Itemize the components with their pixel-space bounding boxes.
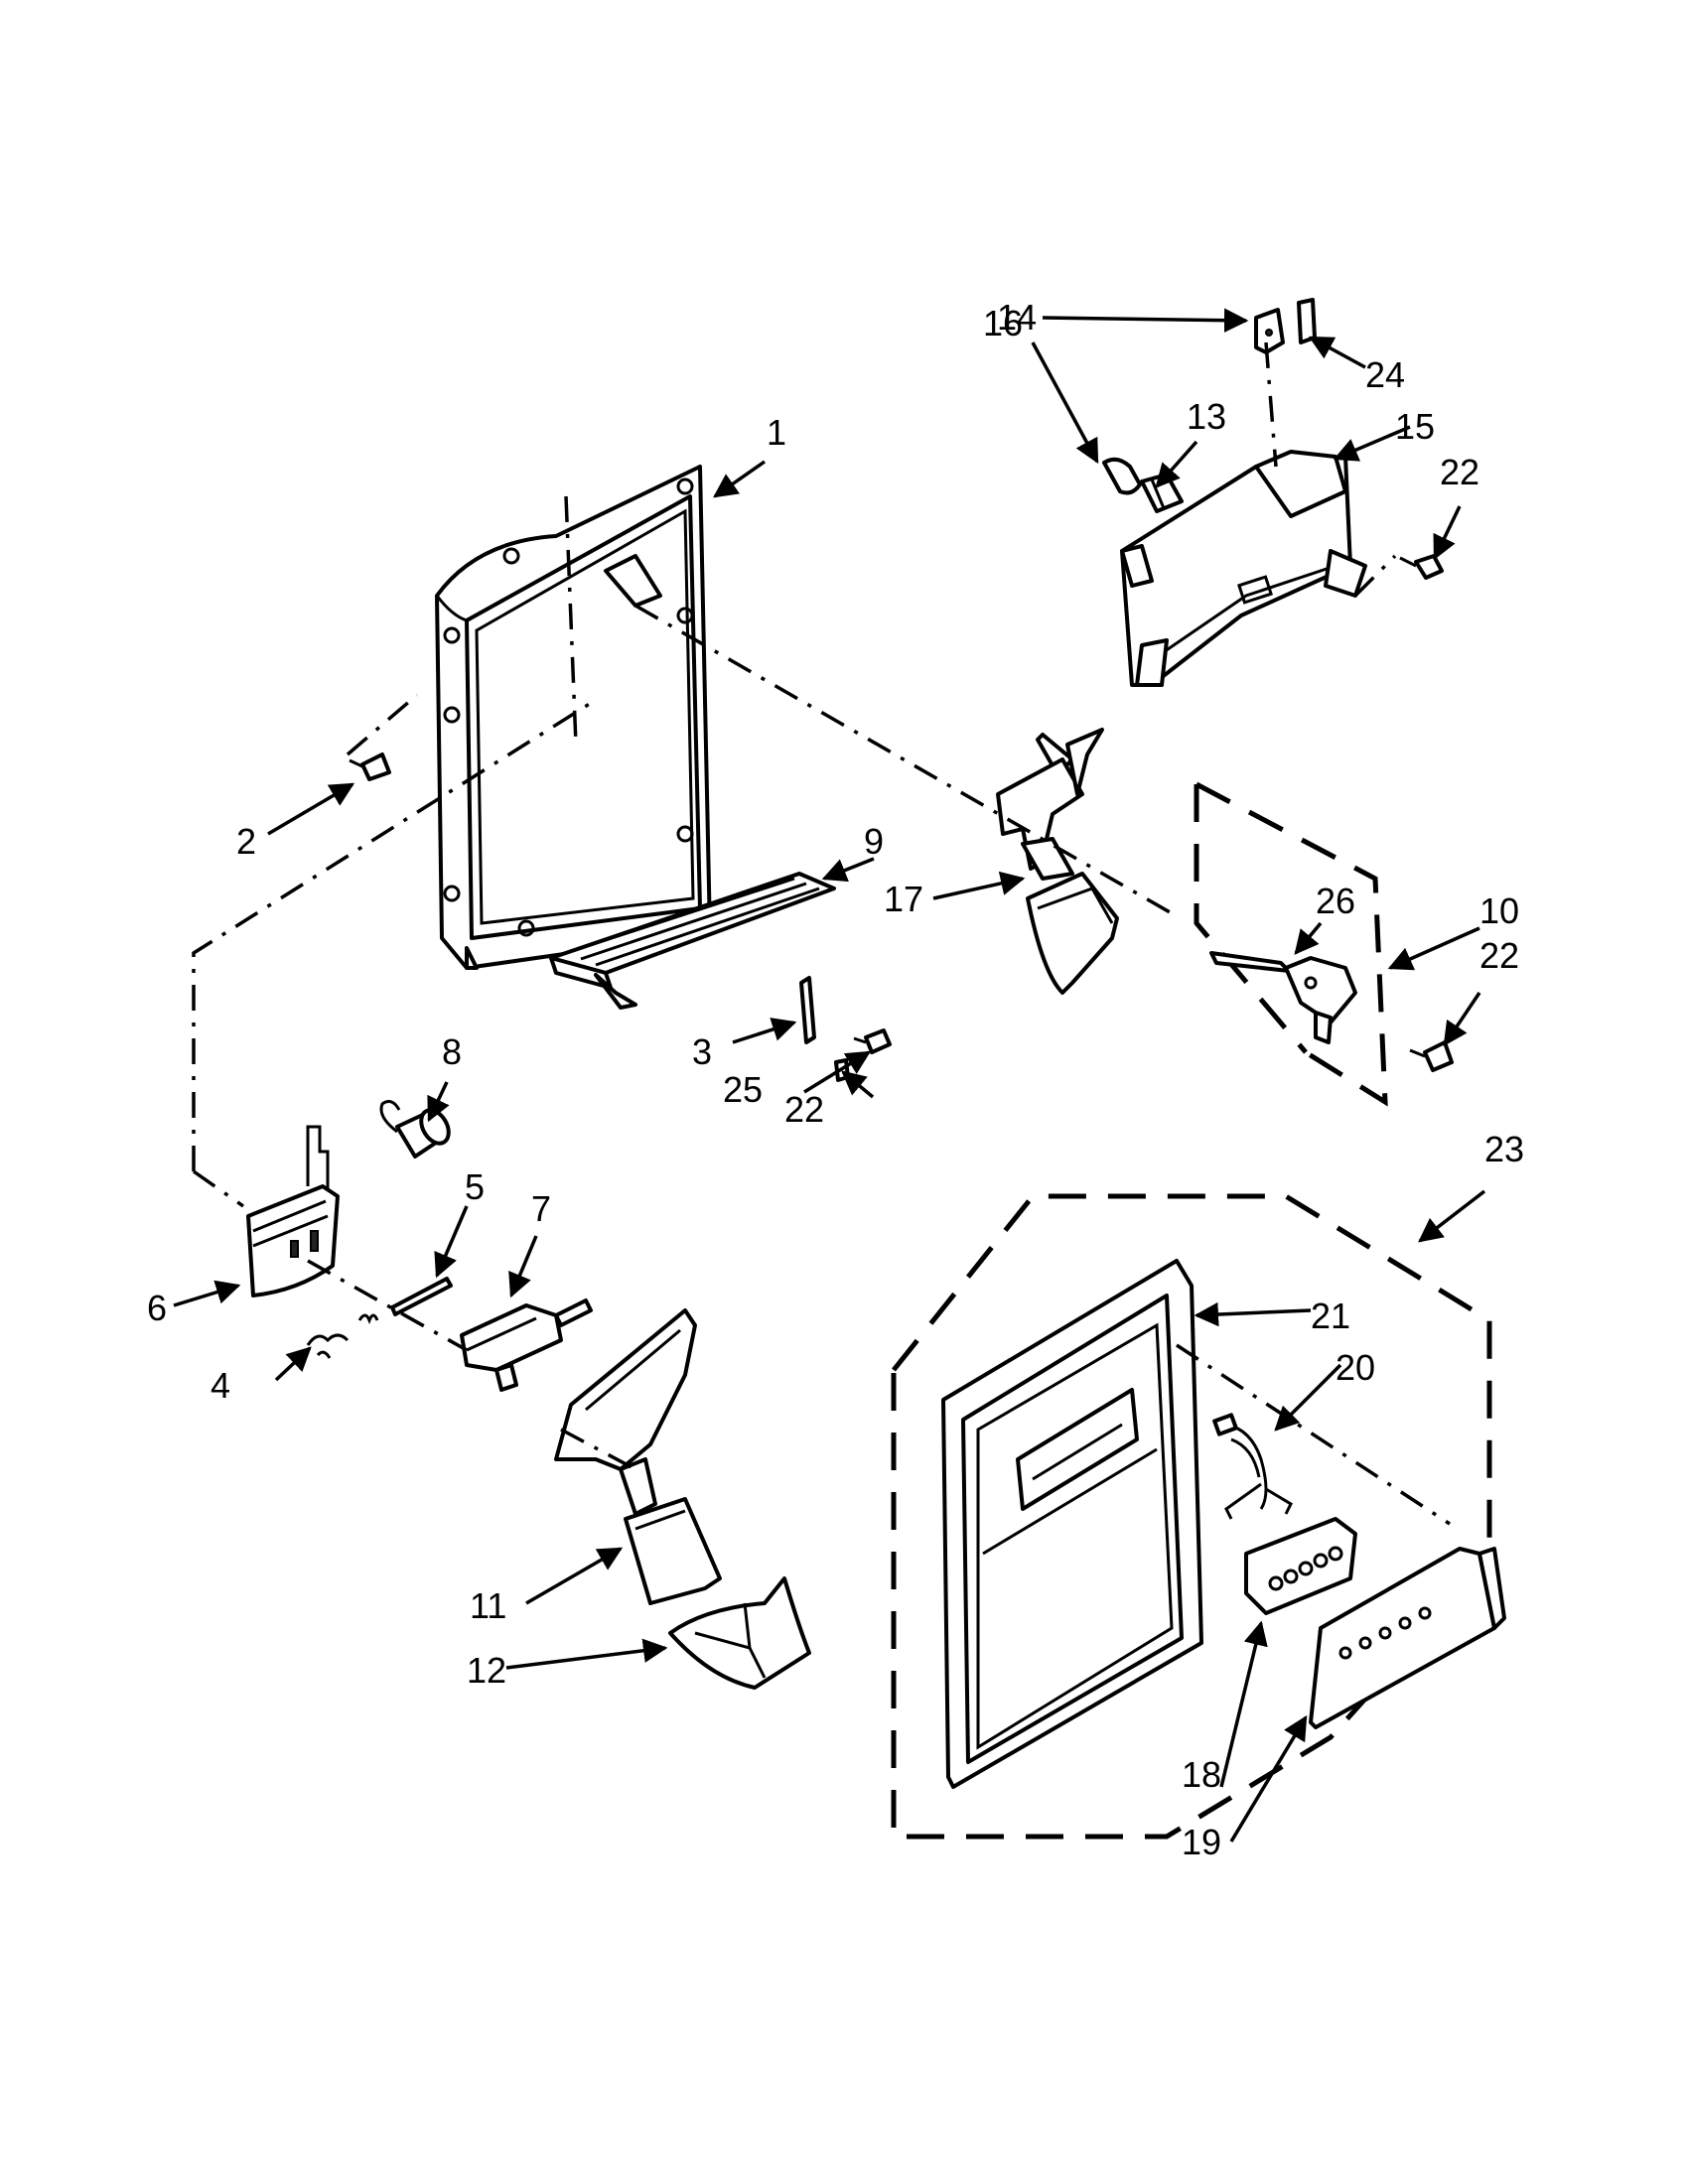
- drip-tray-grille: [549, 872, 836, 1010]
- alignment-line-1: [192, 698, 597, 1171]
- callout-4: 4: [211, 1365, 230, 1406]
- callout-22-right: 22: [1479, 935, 1519, 976]
- control-board: [1244, 1517, 1357, 1615]
- callout-7: 7: [531, 1188, 551, 1229]
- callout-23: 23: [1484, 1129, 1524, 1169]
- pivot-pin: [390, 1277, 453, 1316]
- callout-15: 15: [1395, 406, 1435, 447]
- callout-17: 17: [884, 879, 923, 919]
- wire-harness: [1212, 1413, 1293, 1520]
- switch-top: [1254, 308, 1285, 354]
- leader-lines: [173, 308, 1486, 1843]
- screw-top-right: [1399, 554, 1444, 580]
- callout-26: 26: [1316, 881, 1355, 921]
- wire-clip: [799, 976, 816, 1044]
- ice-dispenser-lever: [996, 728, 1119, 995]
- callout-2: 2: [236, 821, 256, 862]
- water-dispenser-arm: [554, 1308, 722, 1605]
- callout-22-center: 22: [784, 1089, 824, 1130]
- crossbar-bracket: [460, 1298, 593, 1392]
- callout-19: 19: [1182, 1822, 1221, 1862]
- callout-16: 16: [983, 303, 1023, 343]
- dispenser-actuator: [246, 1125, 340, 1297]
- springs: [306, 1313, 379, 1359]
- callout-10: 10: [1479, 890, 1519, 931]
- control-overlay: [1309, 1547, 1506, 1729]
- switch-insulator: [1297, 298, 1317, 344]
- callout-18: 18: [1182, 1754, 1221, 1795]
- callout-5: 5: [465, 1166, 485, 1207]
- callout-25: 25: [723, 1069, 763, 1110]
- callout-22-top: 22: [1440, 452, 1479, 492]
- callout-6: 6: [147, 1288, 167, 1328]
- callout-12: 12: [467, 1650, 506, 1691]
- callout-8: 8: [442, 1031, 462, 1072]
- callout-3: 3: [692, 1031, 712, 1072]
- dispenser-front-panel: [941, 1259, 1203, 1789]
- callout-14: 14: [997, 297, 1037, 338]
- water-dispenser-lever: [1209, 951, 1357, 1044]
- drip-cup: [668, 1576, 811, 1690]
- subassembly-box-10: [1195, 781, 1388, 1107]
- screw-lever: [1409, 1040, 1454, 1072]
- callout-24: 24: [1365, 354, 1405, 395]
- callout-20: 20: [1336, 1347, 1375, 1388]
- callout-1: 1: [767, 412, 786, 453]
- callout-21: 21: [1311, 1296, 1350, 1336]
- callout-11: 11: [470, 1585, 506, 1626]
- screw-left: [349, 752, 391, 781]
- callout-9: 9: [864, 821, 884, 862]
- light-bulb: [1102, 457, 1142, 495]
- screw-center: [853, 1028, 892, 1054]
- callout-labels: 1 2 3 4 5 6 7 8 9 10 11 12 13 14 15 16 1…: [147, 297, 1524, 1862]
- solenoid: [379, 1100, 451, 1159]
- callout-13: 13: [1187, 396, 1226, 437]
